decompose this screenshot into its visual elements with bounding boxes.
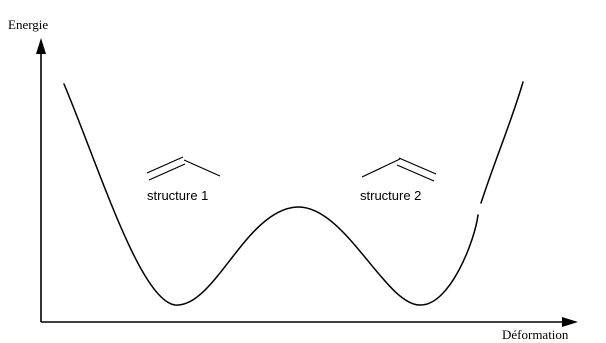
structure-1-molecule-icon — [146, 156, 221, 181]
energy-curve-right-branch — [480, 81, 524, 204]
structure-1-label: structure 1 — [147, 188, 208, 203]
structure-2-label: structure 2 — [360, 188, 421, 203]
y-axis-label: Energie — [8, 17, 48, 32]
structure-2-molecule-icon — [361, 157, 437, 182]
x-axis-label: Déformation — [502, 327, 569, 342]
x-axis-arrowhead — [562, 317, 578, 327]
y-axis-arrowhead — [36, 38, 46, 54]
energy-curve — [63, 83, 479, 306]
